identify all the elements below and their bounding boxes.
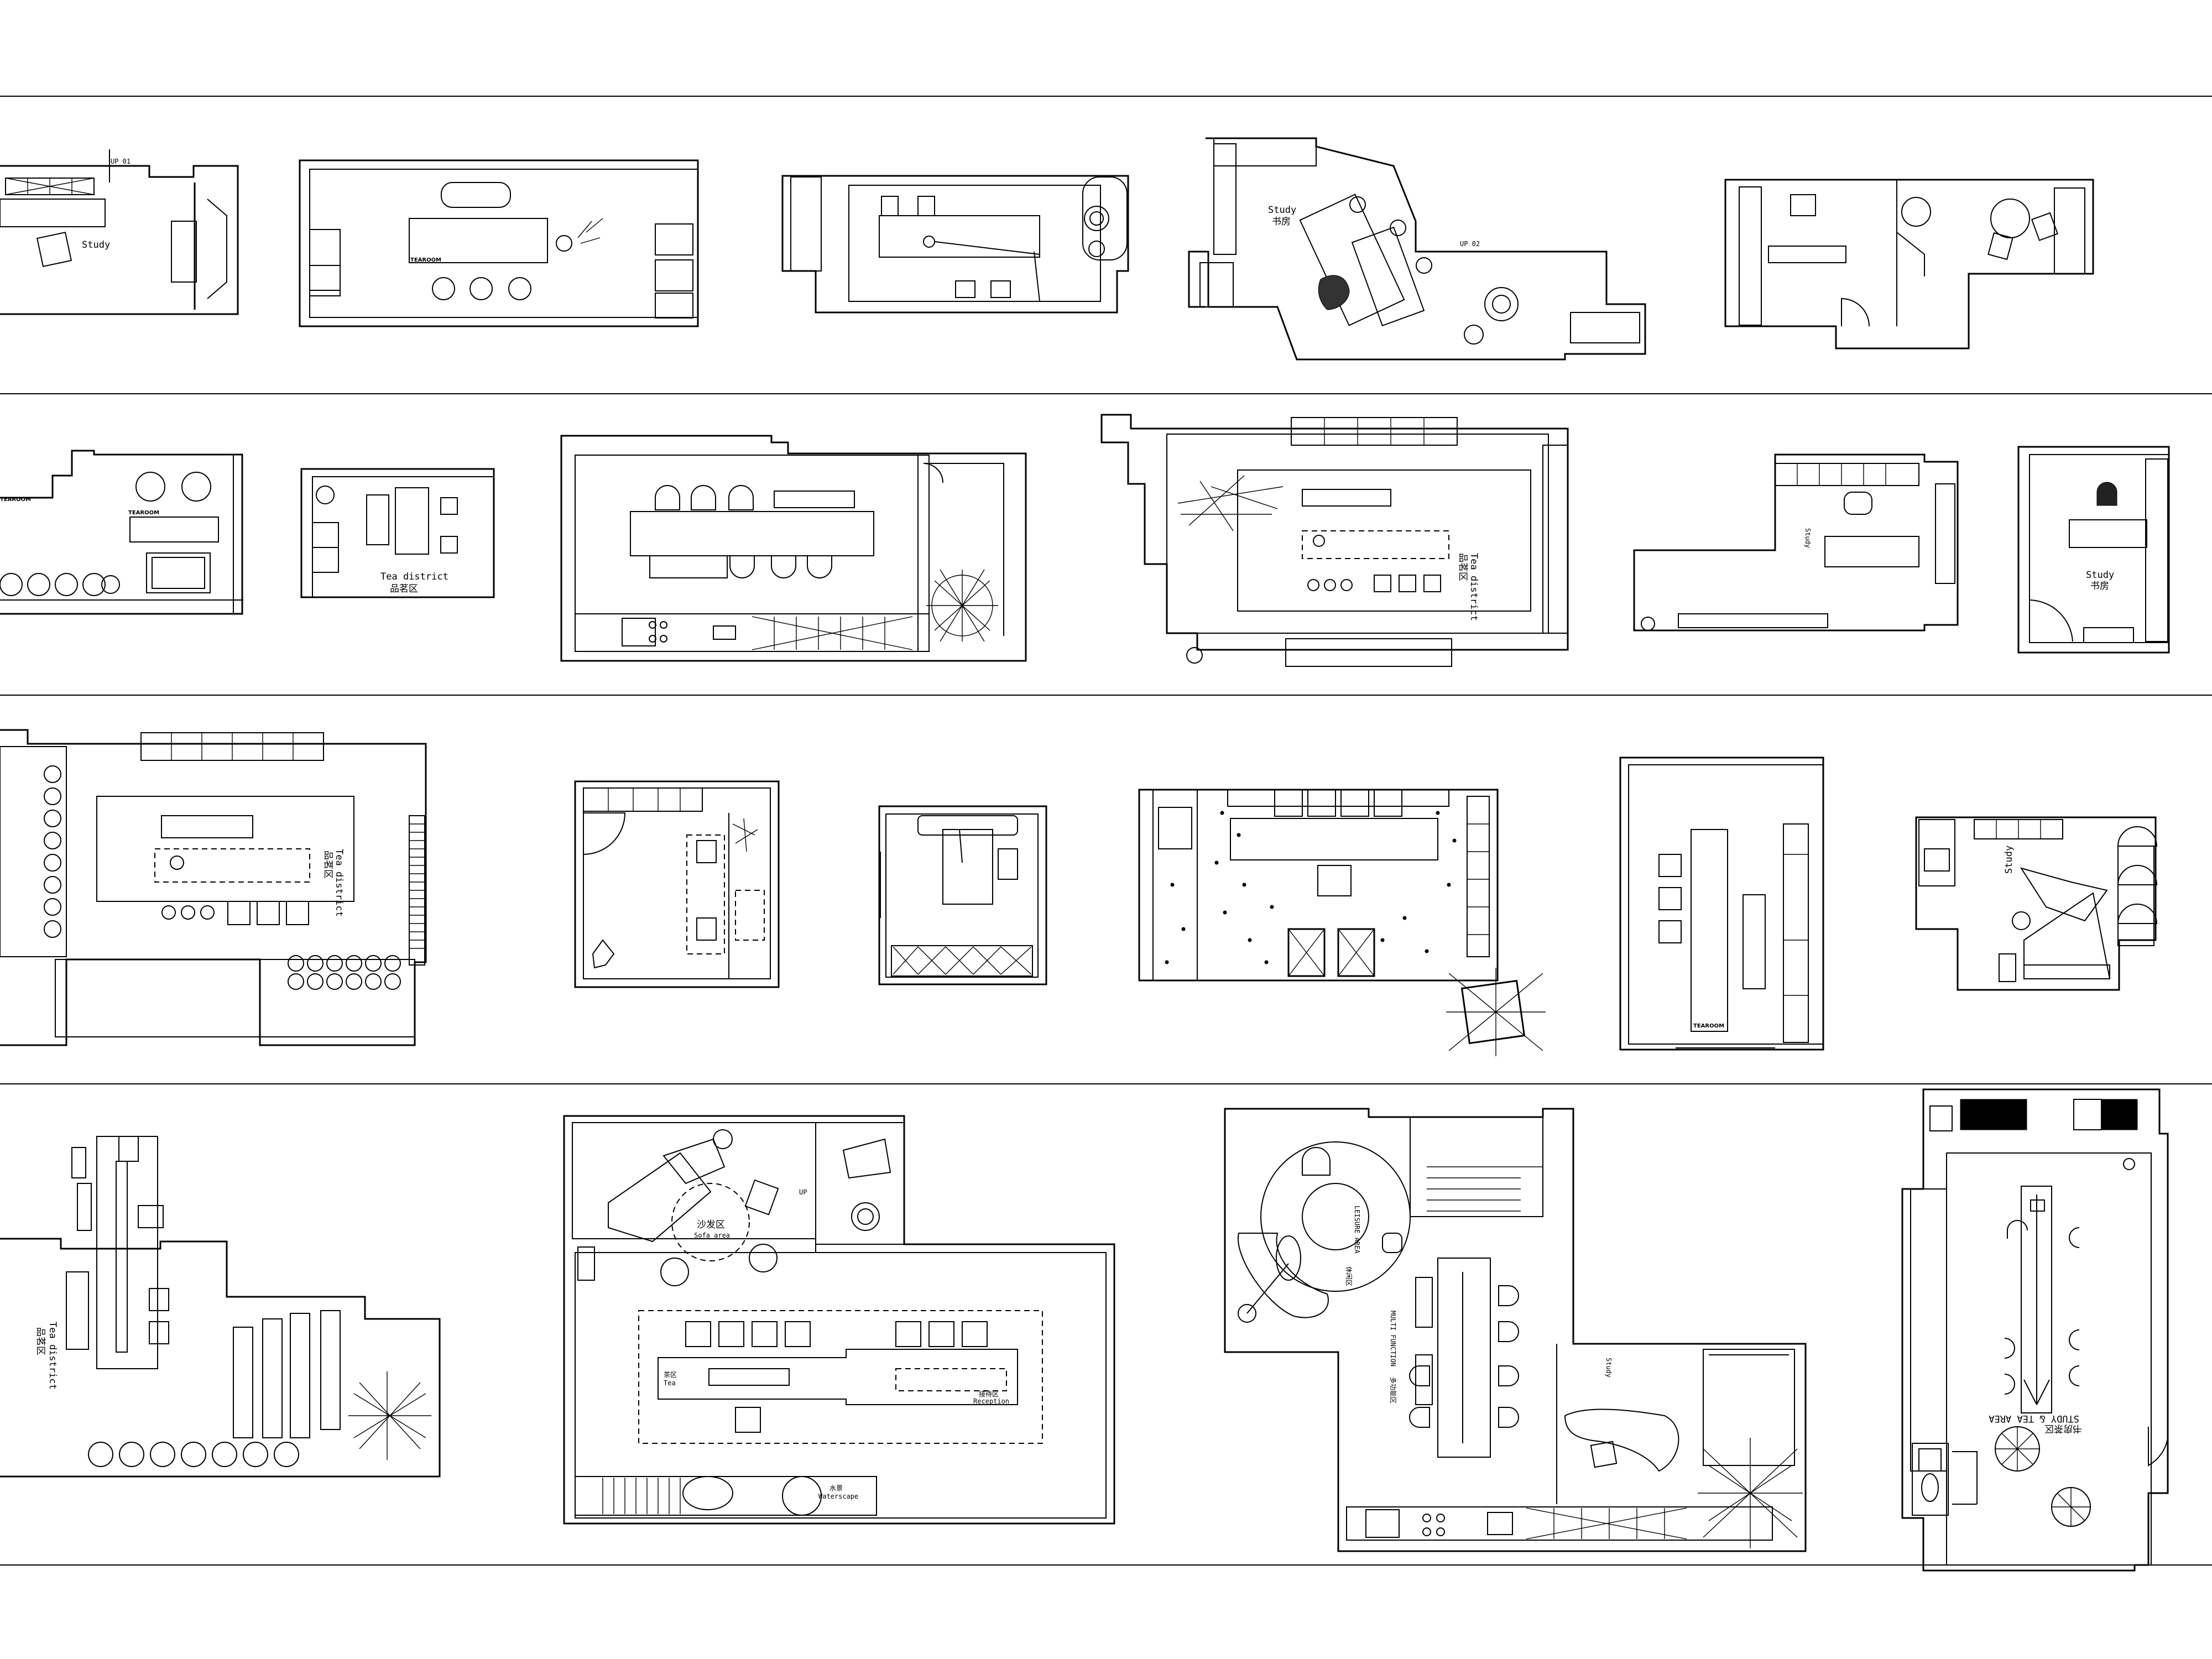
label-study: Study	[82, 239, 110, 251]
plant-symbol-2-3	[926, 569, 998, 642]
label-tea: Tea	[664, 1379, 676, 1387]
label-waterscape: Waterscape	[818, 1493, 858, 1500]
label-tearoom-3-5: TEAROOM	[1693, 1023, 1724, 1029]
label-tea-cn: 茶区	[664, 1370, 677, 1379]
label-study-4-3: Study	[1605, 1358, 1613, 1378]
label-study-4: Study	[1268, 205, 1296, 216]
label-reception-cn: 接待区	[979, 1390, 999, 1398]
plan-tearoom-2-1: TEAROOM TEAROOM	[0, 450, 243, 615]
label-tearoom-2-1b: TEAROOM	[0, 497, 31, 503]
plan-patterned-3-4	[1138, 789, 1546, 1056]
plan-study-tea-4-4: STUDY & TEA AREA 书房茶区	[1901, 1088, 2169, 1572]
label-tea-district-4-1: Tea district	[47, 1322, 58, 1390]
plan-tea-5	[1724, 179, 2094, 349]
label-tea-district-cn-3-1: 品茗区	[322, 851, 333, 879]
label-tea-district-2-2: Tea district	[380, 571, 448, 582]
plan-tea-3	[781, 175, 1129, 314]
terrazzo-dots-3-4	[1165, 811, 1457, 964]
label-sofa-area: Sofa area	[694, 1232, 730, 1239]
plan-tearoom-3-5: TEAROOM	[1619, 757, 1824, 1051]
label-multi-function: MULTI FUNCTION	[1389, 1311, 1397, 1366]
label-tea-district-cn-2-4: 品茗区	[1457, 553, 1468, 581]
label-tea-district-cn-4-1: 品茗区	[35, 1327, 46, 1355]
label-study-2-6: Study	[2086, 570, 2114, 581]
plan-study-4: Study 书房 UP 02	[1188, 137, 1646, 361]
plan-study-2-6: Study 书房	[2017, 446, 2170, 654]
plant-symbol-4-3	[1698, 1438, 1803, 1548]
plan-tea-district-4-1: Tea district 品茗区	[0, 1136, 441, 1478]
label-study-tea-area-cn: 书房茶区	[2044, 1423, 2082, 1434]
label-tearoom-2-1: TEAROOM	[128, 510, 159, 516]
plan-room-3-2	[574, 780, 780, 988]
label-study-cn-2-6: 书房	[2090, 581, 2109, 592]
label-up-02: UP 02	[1460, 240, 1480, 248]
plant-symbol-4-1	[348, 1371, 431, 1460]
plan-study-2-5: Study	[1633, 453, 1959, 632]
plan-tea-district-2-4: Tea district 品茗区	[1100, 414, 1569, 667]
label-study-tea-area: STUDY & TEA AREA	[1989, 1413, 2079, 1424]
plan-room-3-3	[878, 805, 1047, 985]
plan-tearoom-1: TEAROOM	[299, 159, 699, 327]
plan-study-3-6: Study	[1915, 816, 2158, 991]
label-tea-district-cn-2-2: 品茗区	[390, 583, 418, 594]
plan-kitchen-dining-2-3	[560, 435, 1027, 662]
row-dividers	[0, 96, 2212, 1566]
plan-leisure-4-3: LEISURE AREA 休闲区 MULTI FUNCTION 多功能区 Stu…	[1224, 1108, 1807, 1552]
label-sofa-area-cn: 沙发区	[697, 1219, 725, 1230]
label-reception: Reception	[973, 1397, 1009, 1405]
label-tearoom-1: TEAROOM	[410, 257, 441, 263]
label-leisure-area-cn: 休闲区	[1345, 1266, 1353, 1286]
chair-row-4-2	[685, 1321, 988, 1347]
plan-tea-district-2-2: Tea district 品茗区	[300, 468, 495, 598]
label-study-3-6: Study	[2004, 846, 2015, 874]
label-tea-district-3-1: Tea district	[333, 849, 345, 917]
label-up-01: UP 01	[111, 158, 131, 165]
chair-grid-3-1	[288, 955, 401, 990]
plant-symbol-3-4	[1446, 968, 1546, 1056]
label-study-2-5: Study	[1804, 528, 1812, 548]
label-leisure-area: LEISURE AREA	[1353, 1206, 1361, 1254]
label-study-cn-4: 书房	[1272, 216, 1291, 227]
plant-symbol-2-4	[1177, 475, 1284, 531]
label-multi-function-cn: 多功能区	[1389, 1377, 1397, 1404]
label-tea-district-2-4: Tea district	[1468, 553, 1479, 621]
label-up-4-2: UP	[799, 1188, 807, 1196]
chair-row-3-1	[44, 765, 61, 938]
label-waterscape-cn: 水景	[830, 1484, 843, 1492]
plan-tea-district-3-1: Tea district 品茗区	[0, 729, 427, 1046]
plan-reception-4-2: 沙发区 Sofa area 接待区 Reception 茶区 Tea 水景 Wa…	[563, 1115, 1115, 1525]
plan-study-1: Study UP 01	[0, 149, 239, 315]
